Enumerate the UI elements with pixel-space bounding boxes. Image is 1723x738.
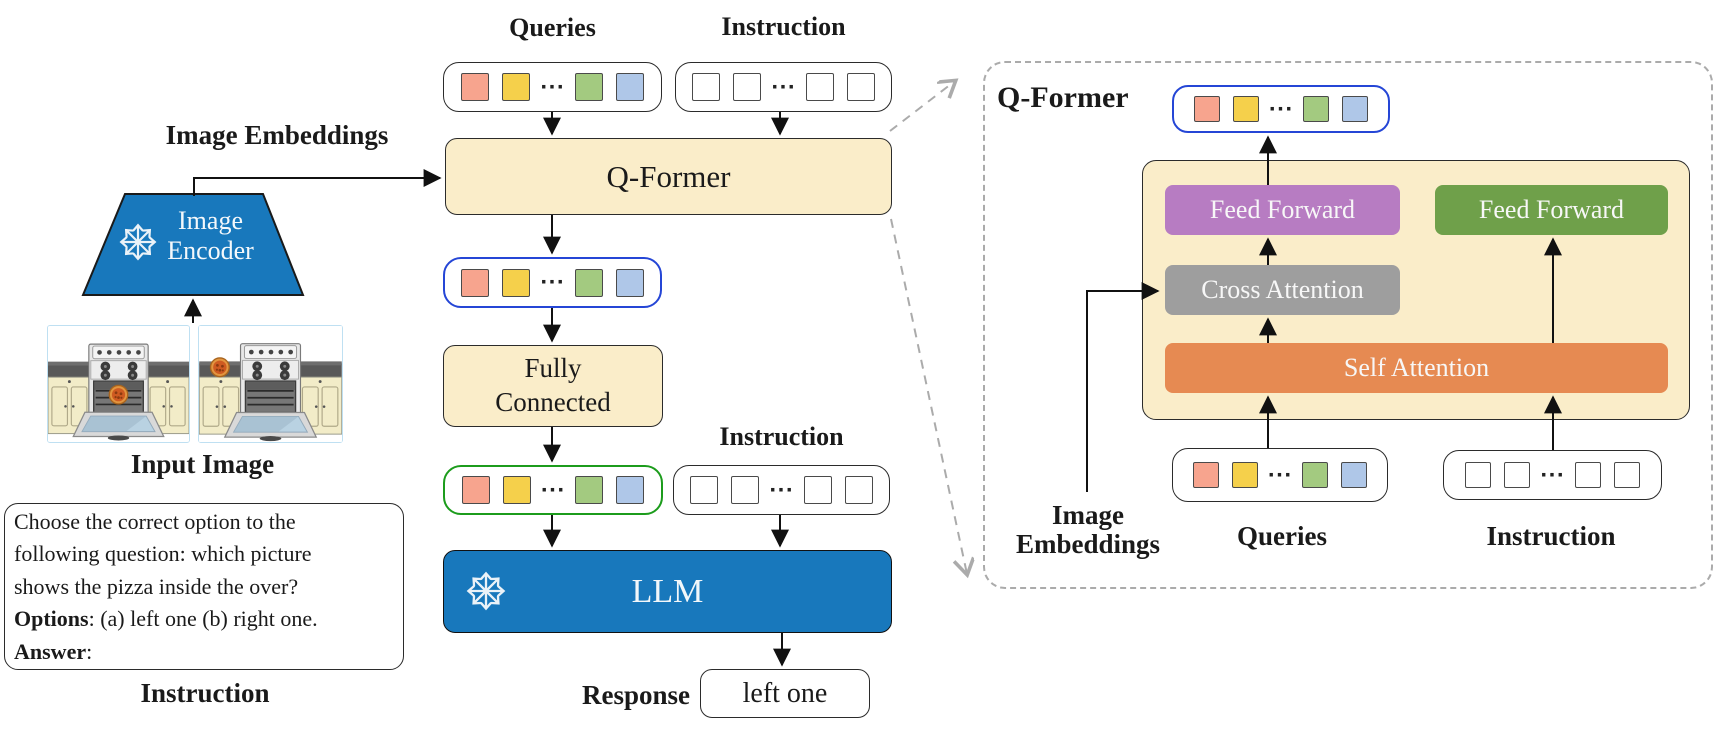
snowflake-icon: [120, 224, 156, 260]
qformer-box-label: Q-Former: [606, 158, 731, 194]
feed-forward-right-box: Feed Forward: [1435, 185, 1668, 235]
panel-image-embeddings-label: Image Embeddings: [1015, 500, 1161, 560]
response-label: Response: [581, 680, 690, 710]
fully-connected-label: Fully Connected: [495, 353, 611, 417]
instruction-tokens-input: ···: [675, 62, 892, 112]
green-token: [574, 268, 603, 297]
instruction-text-line: following question: which picture: [14, 541, 312, 567]
green-token: [575, 476, 604, 504]
cross-attention-label: Cross Attention: [1201, 275, 1364, 304]
white-token: [1613, 462, 1640, 488]
instruction-text-line: Choose the correct option to the: [14, 509, 296, 534]
white-token: [1504, 462, 1531, 488]
response-value: left one: [742, 677, 828, 709]
yellow-token: [1232, 96, 1259, 122]
queries-label-top: Queries: [509, 13, 596, 42]
yellow-token: [502, 268, 531, 297]
llm-label: LLM: [631, 572, 704, 610]
input-image-right: [198, 325, 343, 443]
qformer-output-tokens: ···: [443, 257, 662, 308]
blue-token: [1341, 462, 1368, 488]
panel-instruction-label: Instruction: [1486, 521, 1616, 551]
instruction-caption-left: Instruction: [140, 678, 270, 708]
white-token: [731, 476, 760, 504]
salmon-token: [1193, 96, 1220, 122]
white-token: [844, 476, 873, 504]
white-token: [803, 476, 832, 504]
ellipsis: ···: [1267, 463, 1293, 486]
yellow-token: [1231, 462, 1258, 488]
yellow-token: [502, 73, 531, 101]
white-token: [846, 73, 875, 101]
instruction-tokens-mid: ···: [673, 465, 890, 515]
salmon-token: [461, 268, 490, 297]
ellipsis: ···: [540, 478, 566, 501]
input-image-left: [47, 325, 190, 443]
instruction-text-line: Answer:: [14, 638, 93, 664]
instruction-label-top: Instruction: [721, 12, 846, 41]
ellipsis: ···: [540, 271, 565, 293]
salmon-token: [461, 476, 490, 504]
qformer-panel-title: Q-Former: [997, 81, 1129, 114]
instruction-text-line: shows the pizza inside the over?: [14, 573, 299, 599]
green-token: [1302, 462, 1329, 488]
llm-box: LLM: [443, 550, 892, 633]
instruction-text-line: Options: (a) left one (b) right one.: [14, 606, 318, 632]
white-token: [1465, 462, 1492, 488]
blue-token: [616, 476, 645, 504]
feed-forward-left-box: Feed Forward: [1165, 185, 1400, 235]
white-token: [1574, 462, 1601, 488]
ellipsis: ···: [1268, 97, 1294, 120]
panel-query-tokens: ···: [1172, 448, 1388, 502]
fc-output-tokens: ···: [443, 465, 663, 515]
green-token: [1303, 96, 1330, 122]
green-token: [574, 73, 603, 101]
white-token: [805, 73, 834, 101]
blue-token: [615, 268, 644, 297]
query-tokens-input: ···: [443, 62, 662, 112]
feed-forward-left-label: Feed Forward: [1209, 195, 1356, 224]
pizza-in-oven: [108, 384, 129, 405]
image-encoder-label: Image Encoder: [167, 206, 254, 265]
salmon-token: [461, 73, 490, 101]
dashed-arrow-bottom: [890, 218, 967, 574]
white-token: [690, 476, 719, 504]
blue-token: [615, 73, 644, 101]
cross-attention-box: Cross Attention: [1165, 265, 1400, 315]
ellipsis: ···: [1540, 463, 1565, 486]
yellow-token: [502, 476, 531, 504]
feed-forward-right-label: Feed Forward: [1478, 195, 1625, 224]
ellipsis: ···: [769, 478, 794, 501]
ellipsis: ···: [540, 75, 565, 98]
self-attention-box: Self Attention: [1165, 343, 1668, 393]
white-token: [733, 73, 762, 101]
white-token: [692, 73, 721, 101]
panel-output-tokens: ···: [1172, 85, 1390, 133]
fully-connected-box: Fully Connected: [443, 345, 663, 427]
ellipsis: ···: [771, 75, 796, 98]
input-image-label: Input Image: [130, 449, 275, 479]
snowflake-icon: [467, 572, 505, 610]
blue-token: [1342, 96, 1369, 122]
response-box: left one: [700, 669, 870, 718]
panel-instruction-tokens: ···: [1443, 450, 1662, 500]
panel-queries-label: Queries: [1237, 521, 1327, 551]
pizza-on-counter: [209, 357, 230, 378]
qformer-box: Q-Former: [445, 138, 892, 215]
instruction-text-box: Choose the correct option to the followin…: [4, 503, 404, 670]
instruction-label-mid: Instruction: [719, 422, 844, 451]
self-attention-label: Self Attention: [1343, 353, 1490, 382]
salmon-token: [1192, 462, 1219, 488]
arrow-encoder-to-qformer: [193, 169, 442, 196]
image-embeddings-label: Image Embeddings: [165, 120, 389, 150]
dashed-arrow-top: [889, 81, 955, 132]
